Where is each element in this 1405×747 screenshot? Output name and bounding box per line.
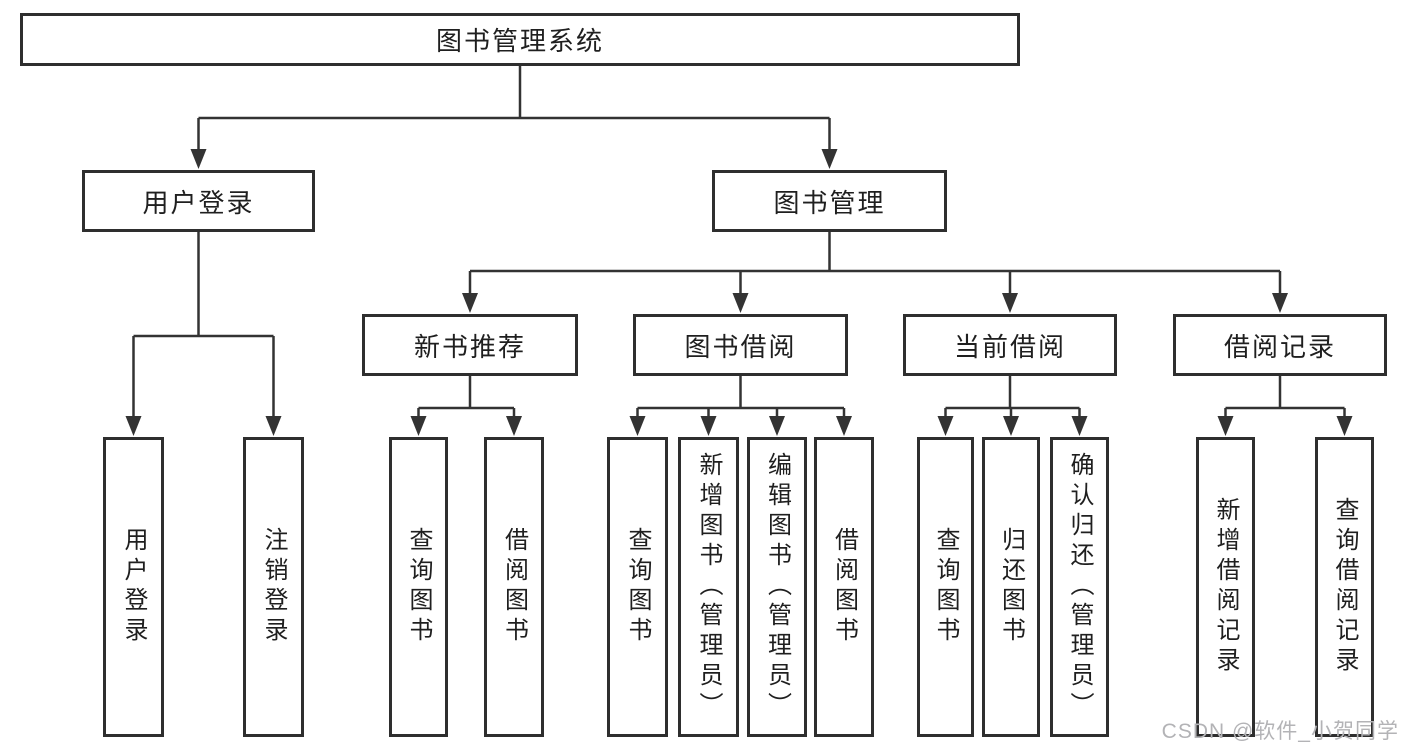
diagram-node-leaf-nbr-query: 查询图书: [389, 437, 448, 737]
connector-root: [197, 66, 831, 153]
arrowhead: [629, 416, 646, 436]
diagram-node-root: 图书管理系统: [20, 13, 1020, 66]
node-label: 图书管理系统: [435, 26, 604, 56]
connector-current-borrow: [944, 376, 1081, 420]
diagram-node-leaf-cb-return: 归还图书: [982, 437, 1040, 737]
csdn-watermark: CSDN @软件_小贺同学: [1161, 720, 1399, 743]
arrowhead: [1336, 416, 1353, 436]
node-label: 查询图书: [624, 527, 651, 647]
diagram-node-leaf-user-login: 用户登录: [103, 437, 164, 737]
node-label: 归还图书: [997, 527, 1025, 647]
diagram-node-borrow-record: 借阅记录: [1173, 314, 1387, 376]
arrowhead: [190, 149, 207, 169]
diagram-node-leaf-br-query: 查询借阅记录: [1315, 437, 1374, 737]
node-label: 借阅图书: [500, 527, 528, 647]
node-label: 图书管理: [773, 187, 886, 218]
node-label: 新增借阅记录: [1212, 497, 1239, 677]
diagram-node-leaf-logout: 注销登录: [243, 437, 304, 737]
diagram-node-leaf-bb-add: 新增图书（管理员）: [678, 437, 739, 737]
diagram-node-new-book-rec: 新书推荐: [362, 314, 578, 376]
node-label: 用户登录: [142, 187, 255, 218]
node-label: 新书推荐: [413, 331, 526, 362]
arrowhead: [700, 416, 717, 436]
connector-borrow-record: [1224, 376, 1346, 420]
node-label: 查询图书: [405, 527, 432, 647]
arrowhead: [125, 416, 142, 436]
diagram-node-leaf-bb-edit: 编辑图书（管理员）: [747, 437, 807, 737]
arrowhead: [410, 416, 427, 436]
connector-book-borrow: [636, 376, 846, 420]
node-label: 确认归还（管理员）: [1066, 452, 1093, 722]
connector-new-book-rec: [417, 376, 516, 420]
arrowhead: [1071, 416, 1088, 436]
node-label: 用户登录: [120, 527, 147, 647]
node-label: 新增图书（管理员）: [695, 452, 722, 722]
diagram-node-leaf-br-add: 新增借阅记录: [1196, 437, 1255, 737]
connector-user-login: [132, 232, 275, 420]
node-label: 借阅图书: [830, 527, 858, 647]
arrowhead: [265, 416, 282, 436]
arrowhead: [836, 416, 852, 436]
arrowhead: [1272, 293, 1288, 313]
diagram-node-leaf-cb-query: 查询图书: [917, 437, 974, 737]
node-label: 当前借阅: [953, 331, 1066, 362]
arrowhead: [1217, 416, 1234, 436]
arrowhead: [937, 416, 954, 436]
diagram-node-book-mgmt: 图书管理: [712, 170, 947, 232]
arrowhead: [506, 416, 522, 436]
node-label: 注销登录: [260, 527, 287, 647]
diagram-node-leaf-cb-confirm: 确认归还（管理员）: [1050, 437, 1109, 737]
node-label: 查询借阅记录: [1331, 497, 1358, 677]
node-label: 借阅记录: [1223, 331, 1336, 362]
diagram-node-leaf-bb-query: 查询图书: [607, 437, 668, 737]
diagram-node-book-borrow: 图书借阅: [633, 314, 848, 376]
arrowhead: [1002, 293, 1018, 313]
node-label: 编辑图书（管理员）: [763, 452, 791, 722]
arrowhead: [732, 293, 749, 313]
node-label: 图书借阅: [684, 331, 797, 362]
diagram-node-current-borrow: 当前借阅: [903, 314, 1117, 376]
arrowhead: [769, 416, 785, 436]
diagram-node-user-login: 用户登录: [82, 170, 315, 232]
diagram-node-leaf-bb-borrow: 借阅图书: [814, 437, 874, 737]
connector-book-mgmt: [468, 232, 1282, 297]
arrowhead: [1003, 416, 1019, 436]
node-label: 查询图书: [932, 527, 959, 647]
arrowhead: [821, 149, 838, 169]
diagram-node-leaf-nbr-borrow: 借阅图书: [484, 437, 544, 737]
arrowhead: [462, 293, 478, 313]
